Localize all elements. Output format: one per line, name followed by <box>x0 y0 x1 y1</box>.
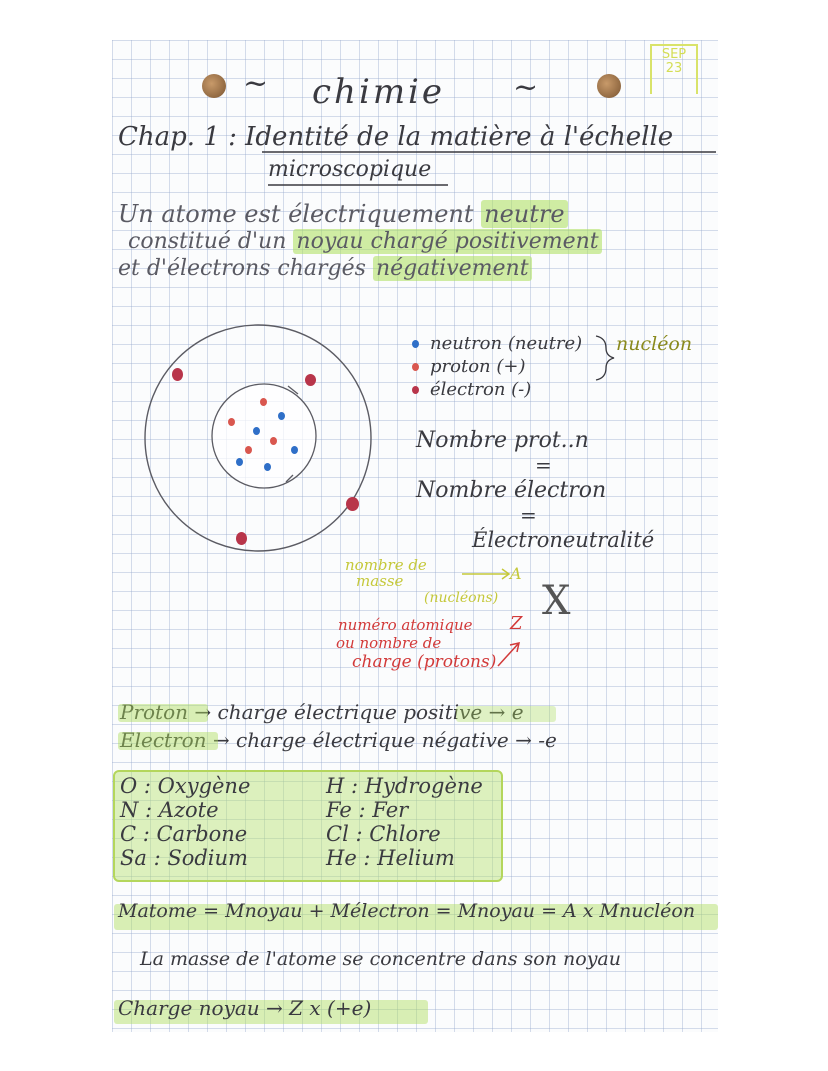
legend-proton-label: proton (+) <box>430 356 526 377</box>
date-stamp-day: 23 <box>665 61 683 76</box>
intro-neutre: neutre <box>481 200 568 228</box>
legend-neutron-label: neutron (neutre) <box>430 333 583 354</box>
proton-particle <box>245 446 252 454</box>
intro-line3: et d'électrons chargés négativement <box>118 256 532 281</box>
equals-sign-1: = <box>535 453 552 477</box>
mass-number-symbol: A <box>510 564 522 583</box>
intro-line2-text: constitué d'un <box>128 229 287 254</box>
legend-proton-dot <box>412 363 419 371</box>
electron-particle <box>346 497 359 511</box>
legend-nucleon-label: nucléon <box>616 333 693 355</box>
element-he: He : Helium <box>326 846 455 870</box>
intro-line2: constitué d'un noyau chargé positivement <box>128 229 602 254</box>
nucleus-tick-top <box>287 385 299 395</box>
date-stamp-month: SEP <box>661 47 687 62</box>
electroneutrality-label: Électroneutralité <box>472 528 655 552</box>
binder-hole-right <box>597 74 621 98</box>
electron-particle <box>236 532 247 545</box>
electron-particle <box>172 368 183 381</box>
electrons-count-label: Nombre électron <box>416 478 607 503</box>
neutron-particle <box>236 458 243 466</box>
title-tilde-right: ~ <box>513 70 539 105</box>
date-stamp: SEP 23 <box>650 44 698 94</box>
elements-box <box>113 770 503 882</box>
chapter-title-line2: microscopique <box>268 157 432 182</box>
atomic-number-label-1: numéro atomique <box>338 616 473 634</box>
atomic-number-label-3: charge (protons) <box>352 652 497 672</box>
neutron-particle <box>291 446 298 454</box>
mass-number-label-2: masse <box>356 572 404 590</box>
proton-particle <box>270 437 277 445</box>
neutron-particle <box>264 463 271 471</box>
element-h: H : Hydrogène <box>326 774 483 798</box>
neutron-particle <box>253 427 260 435</box>
nucleus-tick-bottom <box>285 474 294 483</box>
mass-number-paren: (nucléons) <box>424 590 499 606</box>
element-fe: Fe : Fer <box>326 798 409 822</box>
legend-electron-dot <box>412 386 419 394</box>
legend-neutron-dot <box>412 340 419 348</box>
electron-charge-line: Electron → charge électrique négative → … <box>120 728 557 752</box>
title-tilde-left: ~ <box>243 66 269 101</box>
neutron-particle <box>278 412 285 420</box>
element-sa: Sa : Sodium <box>120 846 248 870</box>
mass-formula-highlight <box>114 904 718 930</box>
intro-line1-text: Un atome est électriquement <box>118 200 474 228</box>
intro-line1: Un atome est électriquement neutre <box>118 200 568 228</box>
notebook-page <box>112 40 718 1032</box>
binder-hole-left <box>202 74 226 98</box>
page-title: chimie <box>312 72 446 112</box>
equals-sign-2: = <box>520 503 537 527</box>
mass-formula: Matome = Mnoyau + Mélectron = Mnoyau = A… <box>118 900 696 922</box>
element-n: N : Azote <box>120 798 219 822</box>
element-cl: Cl : Chlore <box>326 822 441 846</box>
protons-count-label: Nombre prot..n <box>416 428 589 453</box>
element-o: O : Oxygène <box>120 774 251 798</box>
proton-particle <box>260 398 267 406</box>
charge-formula: Charge noyau → Z x (+e) <box>118 996 372 1020</box>
mass-sentence: La masse de l'atome se concentre dans so… <box>140 948 621 970</box>
element-c: C : Carbone <box>120 822 248 846</box>
intro-noyau: noyau chargé positivement <box>293 229 602 254</box>
intro-negativement: négativement <box>372 256 532 281</box>
intro-line3-text: et d'électrons chargés <box>118 256 366 281</box>
proton-particle <box>228 418 235 426</box>
legend-electron-label: électron (-) <box>430 379 532 400</box>
proton-charge-line: Proton → charge électrique positive → e <box>120 700 524 724</box>
electron-particle <box>305 374 316 386</box>
atomic-number-symbol: Z <box>510 613 523 634</box>
element-symbol-x: X <box>542 578 571 624</box>
electron-orbit <box>144 324 372 552</box>
atomic-number-label-2: ou nombre de <box>336 634 442 652</box>
chapter-title-line1: Chap. 1 : Identité de la matière à l'éch… <box>118 122 674 152</box>
charge-formula-highlight <box>114 1000 428 1024</box>
mass-number-label-1: nombre de <box>345 556 427 574</box>
